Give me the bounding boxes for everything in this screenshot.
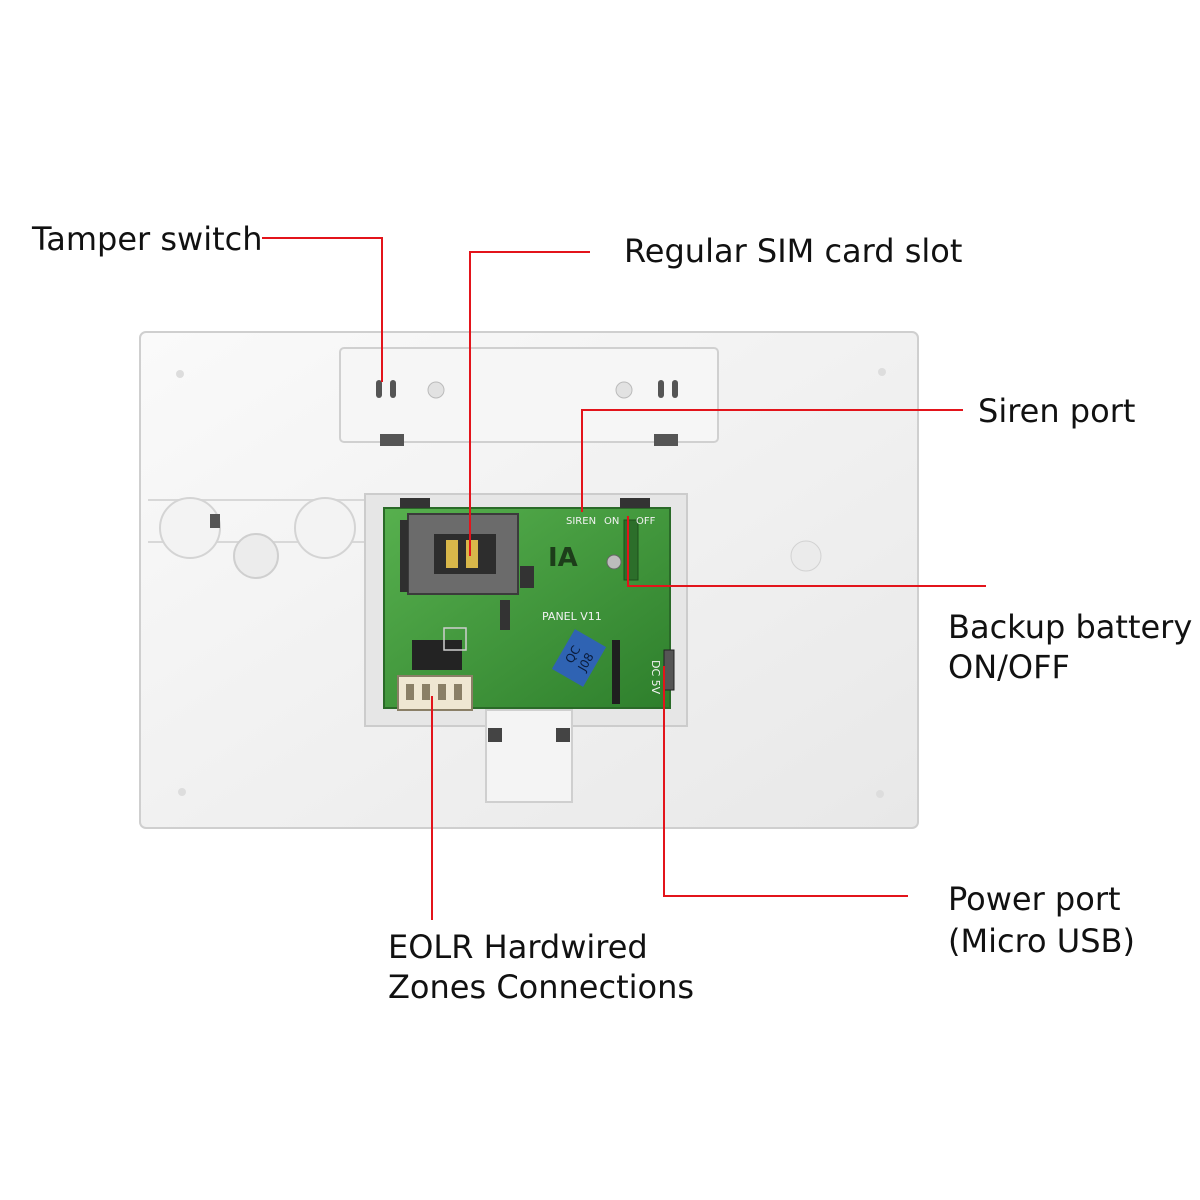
on-silkscreen: ON — [604, 516, 619, 527]
siren-port-label: Siren port — [978, 392, 1136, 430]
siren-silkscreen: SIREN — [566, 516, 596, 527]
backup-battery-leader — [627, 516, 986, 587]
panel-version: PANEL V11 — [542, 610, 602, 623]
power-port-label-line2: (Micro USB) — [948, 922, 1135, 960]
power-port-label-line1: Power port — [948, 880, 1121, 918]
backup-battery-label-line1: Backup battery — [948, 608, 1193, 646]
pcb-board: QC J08 SIREN ON OFF IA PANEL V11 DC 5V — [383, 498, 675, 711]
power-port-leader — [663, 666, 908, 897]
board-logo: IA — [548, 543, 578, 573]
backup-battery-label-line2: ON/OFF — [948, 648, 1070, 686]
sim-slot-label: Regular SIM card slot — [624, 232, 963, 270]
tamper-switch-label: Tamper switch — [32, 220, 263, 258]
siren-port-leader — [581, 409, 963, 512]
eolr-label-line2: Zones Connections — [388, 968, 695, 1006]
sim-slot-leader — [469, 251, 590, 556]
off-silkscreen: OFF — [636, 516, 656, 527]
tamper-switch-leader — [262, 237, 383, 382]
dc-silkscreen: DC 5V — [649, 660, 662, 695]
power-port — [663, 649, 675, 691]
leader-lines — [262, 237, 986, 920]
eolr-label-line1: EOLR Hardwired — [388, 928, 648, 966]
mounting-tab — [339, 347, 719, 443]
